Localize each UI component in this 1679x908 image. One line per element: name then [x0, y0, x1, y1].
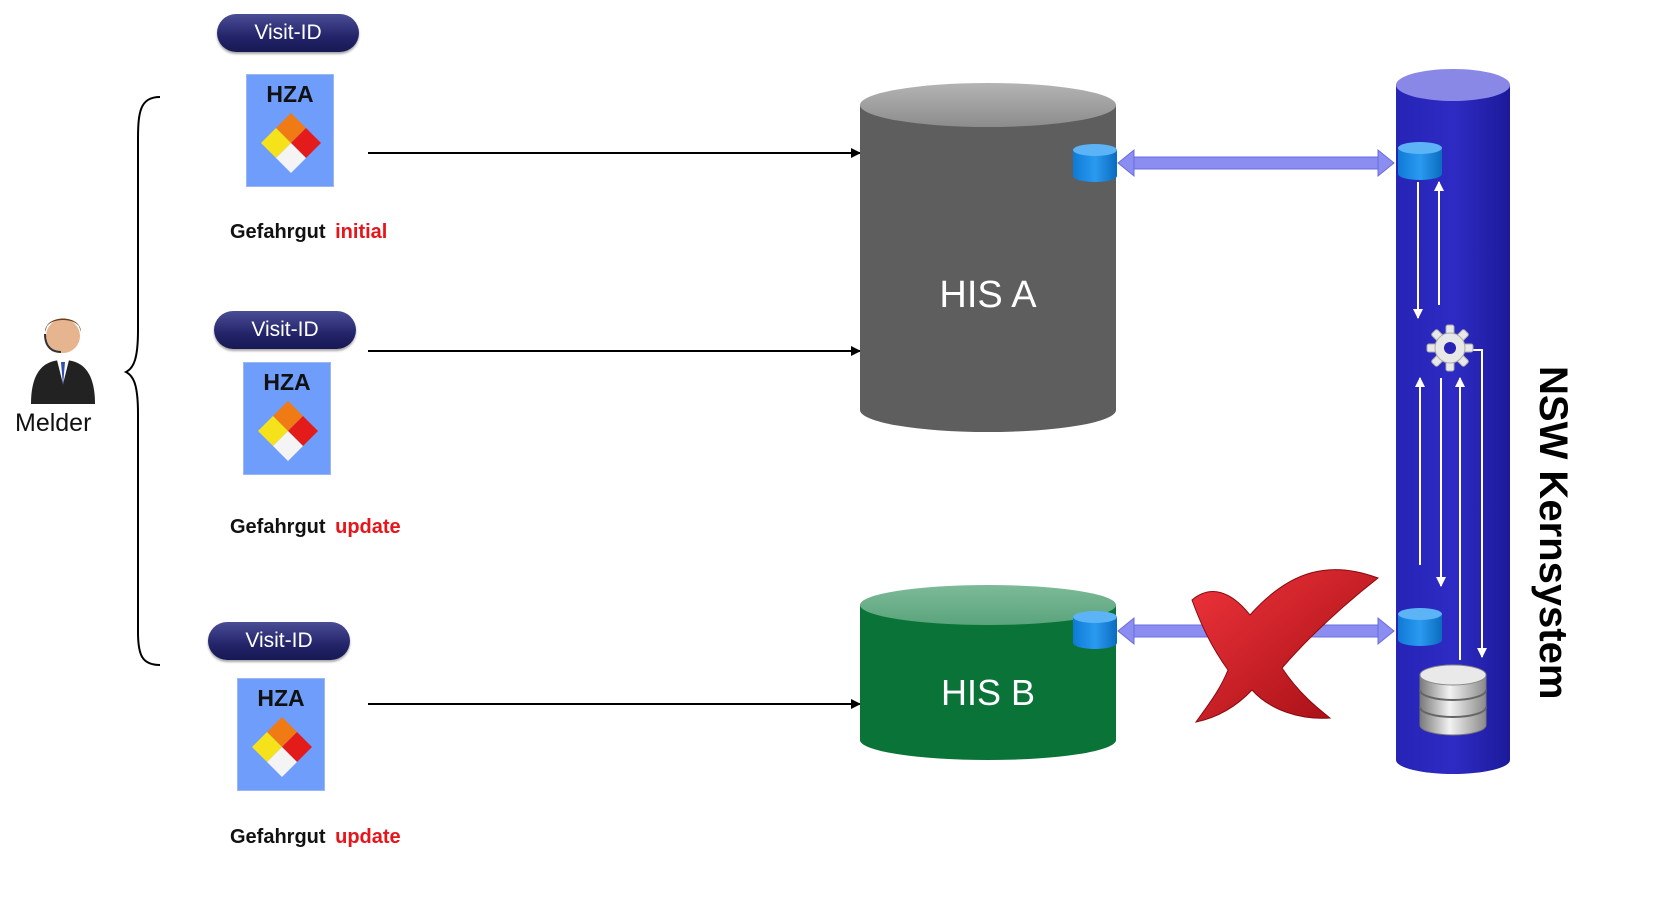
his-a-label: HIS A [939, 274, 1037, 316]
database-icon [1419, 664, 1487, 736]
hazard-placard-icon [258, 401, 318, 461]
caption-prefix: Gefahrgut [230, 516, 326, 538]
caption-keyword: update [335, 516, 401, 538]
caption-prefix: Gefahrgut [230, 221, 326, 243]
visit-id-badge-1: Visit-ID [217, 14, 359, 52]
his-b-interface-icon [1073, 611, 1117, 649]
submission-caption-3: Gefahrgut update [230, 826, 401, 849]
visit-id-badge-3: Visit-ID [208, 622, 350, 660]
error-cross-icon [1191, 569, 1380, 723]
core-interface-bottom-icon [1398, 608, 1442, 646]
hza-label: HZA [266, 81, 314, 107]
hza-document-3: HZA [237, 678, 325, 791]
submission-caption-1: Gefahrgut initial [230, 221, 387, 244]
gear-icon [1426, 324, 1474, 372]
reporter-label: Melder [15, 409, 92, 437]
grouping-brace [123, 96, 161, 666]
hza-document-1: HZA [246, 74, 334, 187]
hazard-placard-icon [252, 717, 312, 777]
hazard-placard-icon [261, 113, 321, 173]
submission-caption-2: Gefahrgut update [230, 516, 401, 539]
caption-keyword: initial [335, 221, 388, 243]
his-b-cylinder [860, 585, 1116, 760]
hza-document-2: HZA [243, 362, 331, 475]
hza-label: HZA [263, 369, 311, 395]
reporter: Melder [10, 304, 110, 444]
hza-label: HZA [257, 685, 305, 711]
his-a-cylinder [860, 83, 1116, 432]
link-his-a-core [1117, 148, 1395, 178]
core-system-title: NSW Kernsystem [1531, 366, 1575, 700]
caption-prefix: Gefahrgut [230, 826, 326, 848]
caption-keyword: update [335, 826, 401, 848]
core-interface-top-icon [1398, 142, 1442, 180]
visit-id-badge-2: Visit-ID [214, 311, 356, 349]
his-a-interface-icon [1073, 144, 1117, 182]
his-b-label: HIS B [940, 672, 1036, 713]
operator-headset-icon [31, 318, 95, 404]
